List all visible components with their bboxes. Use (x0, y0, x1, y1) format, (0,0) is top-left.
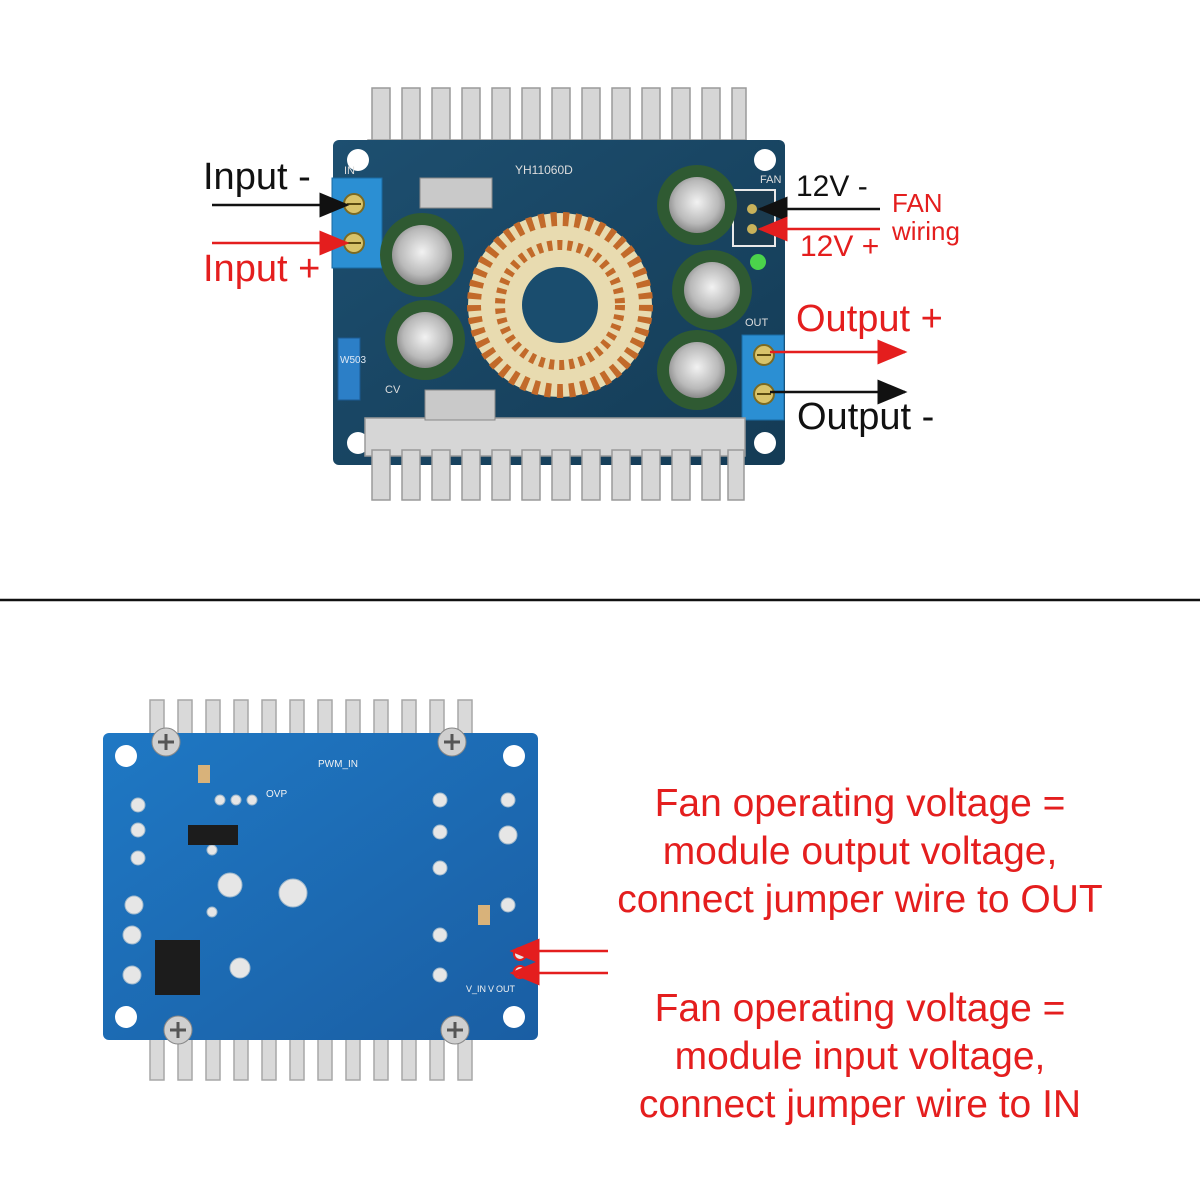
capacitor (380, 213, 464, 297)
note-out-line1: Fan operating voltage = (654, 782, 1066, 825)
lower-heatsink (364, 417, 746, 501)
note-jumper-out: Fan operating voltage = module output vo… (540, 780, 1180, 924)
mount-hole (503, 745, 525, 767)
screw (151, 727, 181, 757)
capacitor (672, 250, 752, 330)
label-input-minus: Input - (203, 156, 311, 198)
label-wiring: wiring (892, 216, 960, 246)
silk-v: V (488, 984, 495, 994)
mount-hole (347, 149, 369, 171)
led-indicator (750, 254, 766, 270)
fan-header (732, 189, 776, 247)
silk-model: YH11060D (515, 163, 573, 177)
silk-pwm: PWM_IN (318, 759, 358, 770)
label-fan: FAN (892, 188, 943, 218)
label-output-plus: Output + (796, 298, 943, 340)
mount-hole (347, 432, 369, 454)
trimpot-code: W503 (340, 355, 367, 366)
note-in-line2: module input voltage, (674, 1035, 1046, 1078)
note-jumper-in: Fan operating voltage = module input vol… (540, 985, 1180, 1129)
mount-hole (115, 745, 137, 767)
mount-hole (115, 1006, 137, 1028)
silk-out-back: OUT (496, 984, 515, 994)
silk-fan: FAN (760, 174, 782, 186)
note-in-line1: Fan operating voltage = (654, 987, 1066, 1030)
silk-in: IN (344, 165, 355, 177)
note-out-line2: module output voltage, (662, 830, 1058, 873)
capacitor (657, 330, 737, 410)
input-terminal-block (331, 177, 383, 269)
back-pcb (103, 733, 538, 1040)
mosfet-bottom (424, 389, 496, 421)
mosfet-top (419, 177, 493, 209)
label-input-plus: Input + (203, 248, 321, 290)
top-board (331, 87, 785, 501)
mount-hole (754, 149, 776, 171)
screw (440, 1015, 470, 1045)
label-output-minus: Output - (797, 396, 935, 438)
smd-resistor (198, 765, 210, 783)
screw (437, 727, 467, 757)
label-12v-minus: 12V - (796, 170, 868, 203)
trimpot (337, 337, 361, 401)
silk-v-in: V_IN (466, 984, 487, 994)
silk-out: OUT (745, 317, 769, 329)
mount-hole (503, 1006, 525, 1028)
capacitor (385, 300, 465, 380)
smd-diode (188, 825, 238, 845)
note-in-line3: connect jumper wire to IN (638, 1083, 1082, 1126)
label-12v-plus: 12V + (800, 230, 880, 263)
smd-inductor (155, 940, 200, 995)
silk-cv: CV (385, 384, 401, 396)
silk-ovp: OVP (266, 789, 288, 800)
solder-pads (122, 792, 518, 985)
bottom-board (103, 699, 538, 1081)
output-terminal-block (741, 334, 785, 421)
screw (163, 1015, 193, 1045)
capacitor (657, 165, 737, 245)
note-out-line3: connect jumper wire to OUT (617, 878, 1103, 921)
mount-hole (754, 432, 776, 454)
smd-resistor (478, 905, 490, 925)
toroid-inductor (467, 212, 653, 398)
